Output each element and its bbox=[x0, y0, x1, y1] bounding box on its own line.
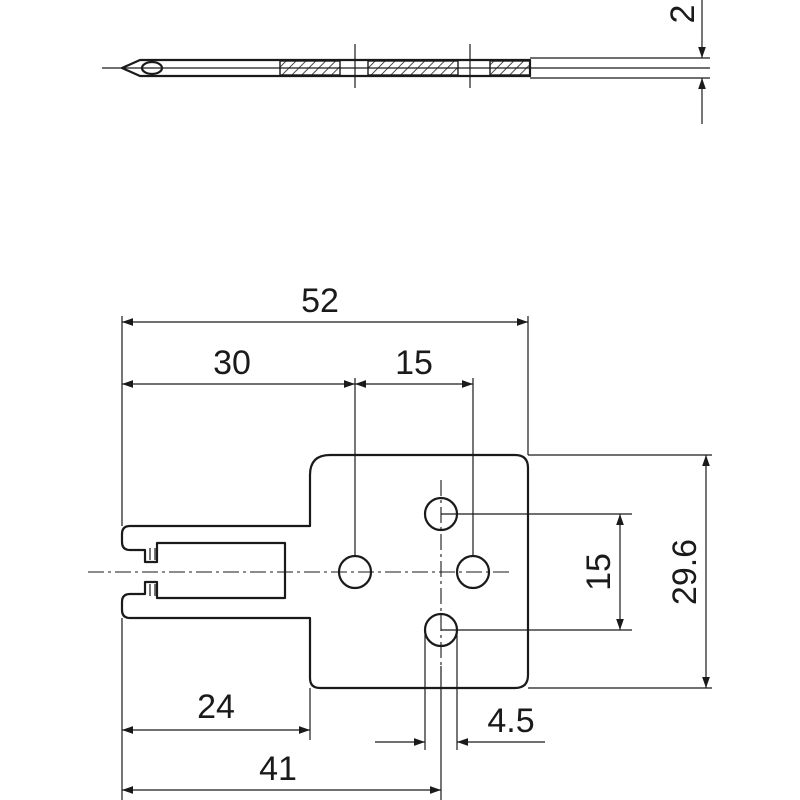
side-view-section-3 bbox=[489, 60, 531, 76]
side-view-tip-hole bbox=[140, 60, 164, 76]
dim-hole-spacing-v-label: 15 bbox=[580, 553, 618, 591]
dim-to-first-hole-label: 30 bbox=[213, 344, 251, 382]
dim-thickness-label: 2 bbox=[664, 5, 702, 24]
side-view-section-1 bbox=[279, 60, 341, 76]
dim-to-last-hole-label: 41 bbox=[259, 750, 297, 788]
dim-hole-diameter-label: 4.5 bbox=[487, 702, 534, 740]
dim-slot-length-label: 24 bbox=[197, 688, 235, 726]
side-view-section-2 bbox=[367, 60, 459, 76]
front-view: 52 30 15 15 29.6 24 4.5 41 bbox=[88, 282, 712, 800]
dim-overall-width-label: 52 bbox=[301, 282, 339, 320]
part-outline bbox=[120, 453, 530, 690]
side-view: 2 bbox=[102, 0, 710, 124]
dim-hole-spacing-h-label: 15 bbox=[395, 344, 433, 382]
dim-overall-height-label: 29.6 bbox=[666, 539, 704, 605]
